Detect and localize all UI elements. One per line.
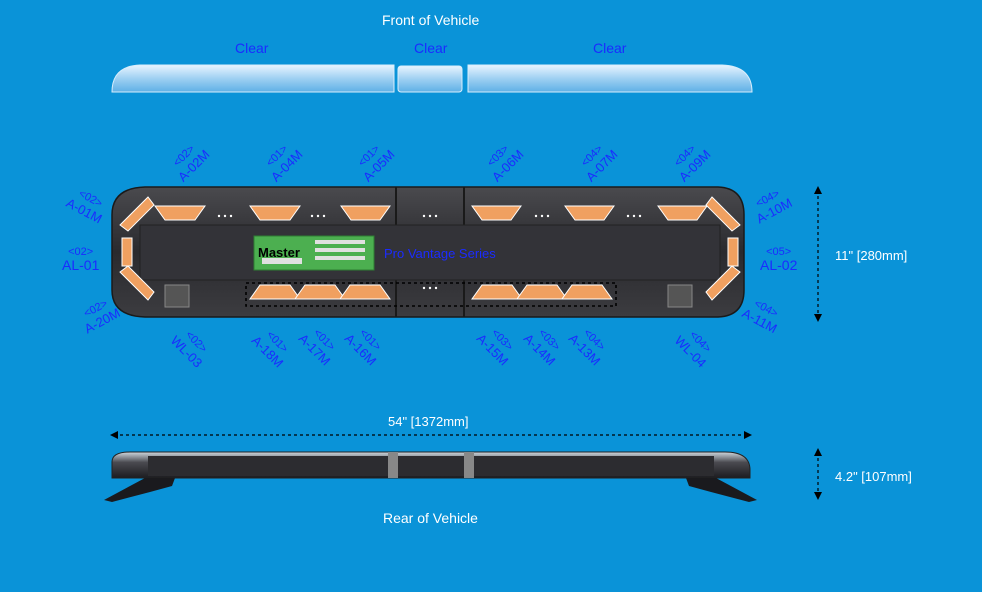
front-lens-bar xyxy=(111,64,753,93)
front-of-vehicle-label: Front of Vehicle xyxy=(382,12,480,28)
master-label: Master xyxy=(258,245,300,260)
lens-label-center: Clear xyxy=(414,40,448,56)
lens-label-left: Clear xyxy=(235,40,269,56)
module-label-al02: <05>AL-02 xyxy=(760,246,798,273)
rear-view-bar xyxy=(104,451,757,502)
led-modules-bottom xyxy=(249,284,613,300)
selection-box xyxy=(245,282,617,307)
led-modules-top xyxy=(154,205,708,221)
led-modules-corners xyxy=(119,196,741,301)
depth-dimension: 11" [280mm] xyxy=(835,248,908,263)
lens-label-right: Clear xyxy=(593,40,627,56)
rear-of-vehicle-label: Rear of Vehicle xyxy=(383,510,478,526)
series-label: Pro Vantage Series xyxy=(384,246,496,261)
bracket-right xyxy=(667,284,693,308)
length-dimension: 54" [1372mm] xyxy=(388,414,469,429)
height-dimension: 4.2" [107mm] xyxy=(835,469,912,484)
indicator-dots xyxy=(217,214,642,290)
dimension-lines xyxy=(110,186,822,500)
bracket-left xyxy=(164,284,190,308)
board-components xyxy=(262,240,365,264)
module-label-al01: <02>AL-01 xyxy=(62,246,100,273)
